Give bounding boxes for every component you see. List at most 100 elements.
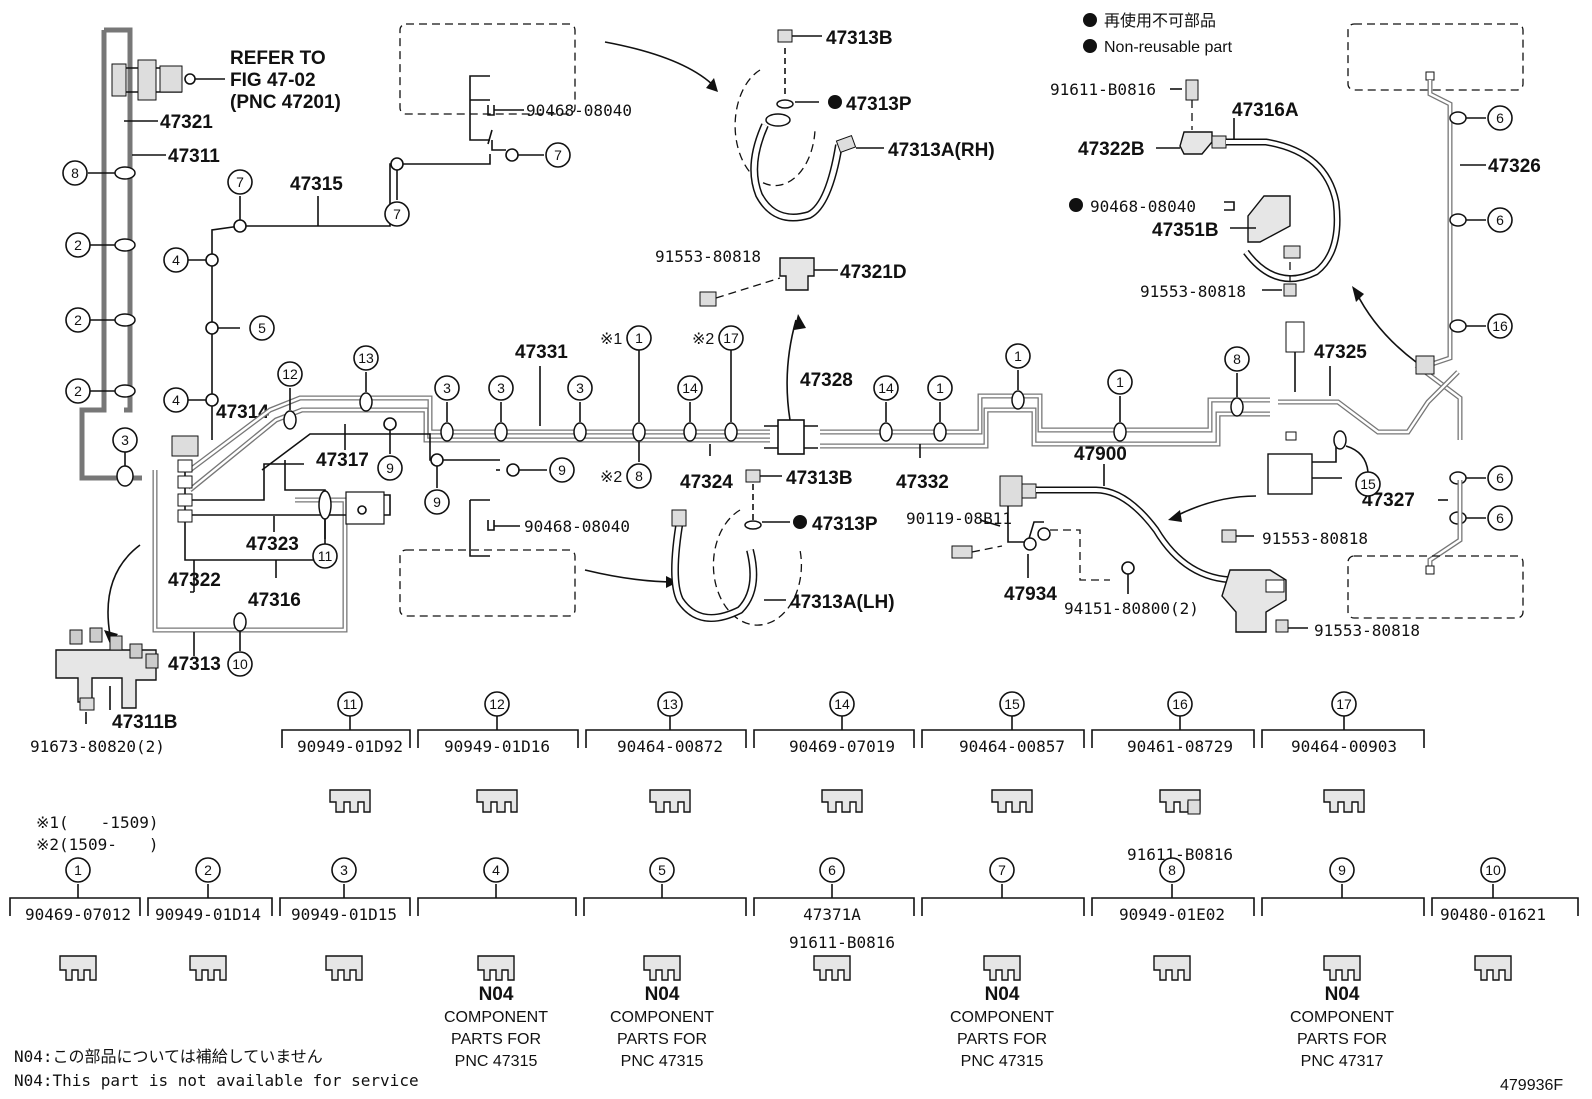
part-47313B-top: 47313B: [826, 28, 893, 49]
figure-id: 479936F: [1500, 1077, 1563, 1094]
footnote-jp: N04:この部品については補給していません: [14, 1047, 323, 1066]
callout-circle: [989, 857, 1015, 883]
svg-text:3: 3: [121, 432, 129, 448]
part-47315: 47315: [290, 174, 343, 195]
line-47317-area: 9 47317 9 9 11 47323 47322 47316 10 4731…: [104, 417, 575, 677]
part-91553-80818-a: 91553-80818: [655, 247, 761, 266]
master-cylinder-area: REFER TO FIG 47-02 (PNC 47201) 47321 473…: [79, 27, 341, 481]
clip-part-number: 90464-00857: [959, 737, 1065, 756]
refer-line1: REFER TO: [230, 48, 326, 69]
clip-icon: [477, 955, 515, 981]
clip-icon: [59, 955, 97, 981]
clip-code: N04: [645, 984, 680, 1005]
part-47321: 47321: [160, 112, 213, 133]
clip-icon: [1474, 955, 1512, 981]
callout-circle: [1167, 691, 1193, 717]
svg-text:10: 10: [232, 656, 248, 672]
clip-note-3: PNC 47317: [1301, 1053, 1384, 1070]
part-47351B: 47351B: [1152, 220, 1219, 241]
clip-note-3: PNC 47315: [961, 1053, 1044, 1070]
clip-note-2: PARTS FOR: [451, 1031, 541, 1048]
clip-icon: [476, 789, 518, 813]
clip-part-number: 90949-01D15: [291, 905, 397, 924]
clip-part-number: 90949-01D14: [155, 905, 261, 924]
callout-circle: [649, 857, 675, 883]
part-47316A: 47316A: [1232, 100, 1299, 121]
part-47313: 47313: [168, 654, 221, 675]
clip-number: 5: [658, 862, 666, 878]
range-note-1: ※1( -1509): [36, 813, 158, 832]
line-47315: 47315 7 7 4 5 4 47314: [163, 154, 491, 440]
legend: 再使用不可部品 Non-reusable part: [1083, 12, 1233, 56]
part-94151-80800: 94151-80800(2): [1064, 599, 1199, 618]
clip-note-2: PARTS FOR: [1297, 1031, 1387, 1048]
part-90468-08040-top: 90468-08040: [526, 101, 632, 120]
callout-circle: [1331, 691, 1357, 717]
svg-text:16: 16: [1492, 318, 1508, 334]
clip-icon: [1323, 789, 1365, 813]
clip-number: 15: [1004, 696, 1020, 712]
refer-line3: (PNC 47201): [230, 92, 341, 113]
callout-circle: [331, 857, 357, 883]
part-47324: 47324: [680, 472, 733, 493]
clip-number: 4: [492, 862, 500, 878]
callout-circle: [195, 857, 221, 883]
part-47322B: 47322B: [1078, 139, 1145, 160]
callout-circle: [484, 691, 510, 717]
clip-number: 6: [828, 862, 836, 878]
svg-text:7: 7: [236, 174, 244, 190]
svg-text:9: 9: [386, 460, 394, 476]
clip-part-number: 90469-07012: [25, 905, 131, 924]
callout-circle: [1480, 857, 1506, 883]
callout-circle: [1159, 857, 1185, 883]
svg-text:14: 14: [682, 380, 698, 396]
legend-en: Non-reusable part: [1104, 39, 1233, 56]
clip-icon: [1153, 955, 1191, 981]
part-47314: 47314: [216, 402, 269, 423]
svg-text:13: 13: [358, 350, 374, 366]
clip-number: 14: [834, 696, 850, 712]
part-47313P-bottom: 47313P: [812, 514, 878, 535]
clip-number: 8: [1168, 862, 1176, 878]
clip-number: 7: [998, 862, 1006, 878]
clip-part-number: 90469-07019: [789, 737, 895, 756]
svg-text:6: 6: [1496, 470, 1504, 486]
right-rear-area: 6 47326 6 16 6 47327 6 47325 15: [1267, 23, 1541, 619]
part-47317: 47317: [316, 450, 369, 471]
part-47322: 47322: [168, 570, 221, 591]
svg-text:5: 5: [258, 320, 266, 336]
clip-cell-14: 14 90469-07019: [753, 691, 915, 813]
bracket-47311B: 47311B 91673-80820(2): [30, 627, 178, 756]
callout-circle: [999, 691, 1025, 717]
part-47328: 47328: [800, 370, 853, 391]
svg-text:6: 6: [1496, 212, 1504, 228]
part-47325: 47325: [1314, 342, 1367, 363]
part-47313A-RH: 47313A(RH): [888, 140, 995, 161]
part-91673-80820: 91673-80820(2): [30, 737, 165, 756]
clip-part-number: 90461-08729: [1127, 737, 1233, 756]
svg-text:7: 7: [554, 147, 562, 163]
clip-note-1: COMPONENT: [950, 1009, 1054, 1026]
range-note-2: ※2(1509- ): [36, 835, 158, 854]
svg-text:9: 9: [558, 462, 566, 478]
part-47311: 47311: [168, 146, 220, 167]
part-47332: 47332: [896, 472, 949, 493]
part-47313A-LH: 47313A(LH): [790, 592, 895, 613]
callout-circle: [1329, 857, 1355, 883]
svg-text:17: 17: [723, 330, 739, 346]
mark-1: ※1: [600, 331, 622, 348]
non-reusable-dot-icon: [1083, 13, 1097, 27]
part-90468-08040-right: 90468-08040: [1090, 197, 1196, 216]
clip-table-bottom: 190469-07012290949-01D14390949-01D154N04…: [9, 857, 1579, 1070]
clip-part-number: 90464-00903: [1291, 737, 1397, 756]
main-line: 47328 47331 12 13 3 3 3 1 ※1 8 ※2 14 17 …: [188, 325, 1270, 493]
svg-text:4: 4: [172, 252, 180, 268]
clip-icon: [325, 955, 363, 981]
